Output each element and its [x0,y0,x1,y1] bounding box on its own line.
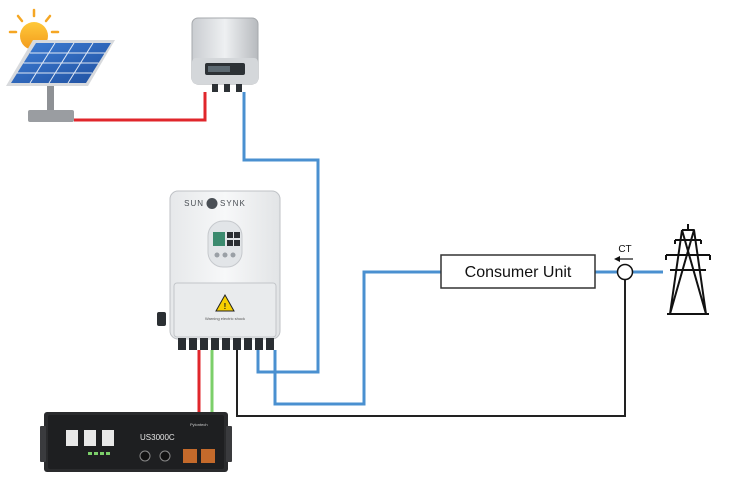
solar-inverter-icon [191,17,259,92]
inverter-screen [213,232,225,246]
ct-label: CT [618,244,631,255]
inverter-brand-left: SUN [184,199,204,208]
hybrid-inverter: SUN SYNK ! Warning electric shock [157,190,281,350]
inverter-logo-icon [206,198,218,209]
battery-handle-right [226,426,232,462]
battery-brand-label: Pylontech [190,422,208,427]
grid-pylon-icon [665,224,711,315]
inverter-connectors [178,338,274,350]
battery-terminal-positive [183,449,197,463]
battery-terminal-negative [201,449,215,463]
inverter-brand-right: SYNK [220,199,246,208]
inverter-cu-wire [273,270,441,406]
battery: US3000C Pylontech [40,412,232,472]
battery-handle-left [40,426,46,462]
consumer-unit-label: Consumer Unit [465,264,572,281]
ct-ring-icon [616,263,634,281]
svg-text:!: ! [224,302,227,311]
battery-model-label: US3000C [140,433,175,442]
warning-triangle-icon [215,293,235,312]
wires [74,92,663,417]
micro-ac-wire [242,92,320,374]
inverter-warning-label: Warning electric shock [205,316,245,321]
panel-dc-wire [74,92,207,122]
consumer-unit: Consumer Unit [440,254,596,289]
ct-lead-wire [236,280,626,417]
inverter-isolator-switch [157,312,166,326]
solar-panel-icon [6,40,115,122]
ct-clamp: CT [614,244,634,281]
